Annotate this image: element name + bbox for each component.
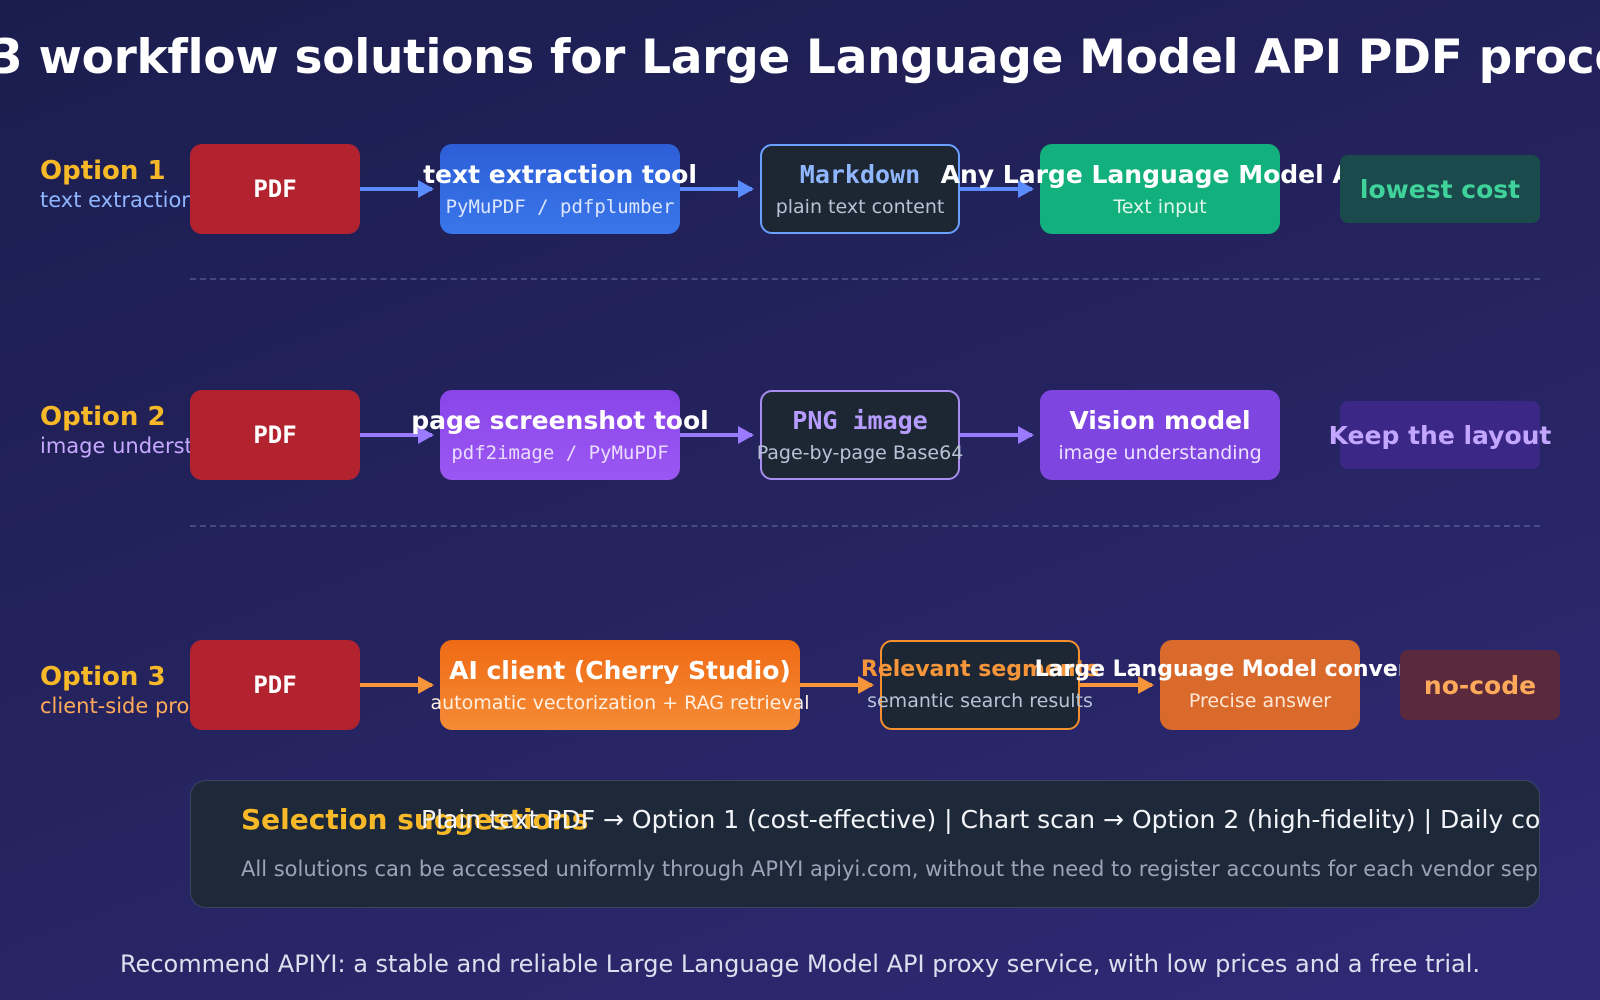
option-2-arrow-3 xyxy=(960,426,1034,444)
option-1-tool-subtitle: PyMuPDF / pdfplumber xyxy=(445,195,675,218)
option-3-model-node: Large Language Model conversation Precis… xyxy=(1035,640,1485,730)
option-1-number: Option 1 xyxy=(40,156,166,186)
option-1-subtitle: text extraction xyxy=(40,188,195,212)
option-3-output-title: Relevant segments xyxy=(860,657,1100,683)
option-1-arrow-3 xyxy=(960,180,1034,198)
option-3-arrow-3 xyxy=(1080,676,1154,694)
option-1-model-node: Any Large Language Model API Text input xyxy=(941,144,1379,234)
option-3-arrow-1 xyxy=(360,676,434,694)
option-2-model-title: Vision model xyxy=(1069,405,1251,435)
option-2-label: Option 2 image understanding xyxy=(40,402,265,458)
option-2-tool-title: page screenshot tool xyxy=(411,405,709,435)
option-3-badge: no-code xyxy=(1400,650,1560,720)
option-2-tool-subtitle: pdf2image / PyMuPDF xyxy=(451,441,669,464)
option-1-model-title: Any Large Language Model API xyxy=(940,159,1380,189)
option-3-output-subtitle: semantic search results xyxy=(867,689,1093,712)
option-2-output-node: PNG image Page-by-page Base64 xyxy=(757,390,963,480)
option-1-arrow-1 xyxy=(360,180,434,198)
option-1-output-title: Markdown xyxy=(799,159,921,189)
option-1-label: Option 1 text extraction xyxy=(40,156,195,212)
option-2-tool-node: page screenshot tool pdf2image / PyMuPDF xyxy=(411,390,709,480)
option-2-pdf-node: PDF xyxy=(190,390,360,480)
suggestions-body: Plain text PDF → Option 1 (cost-effectiv… xyxy=(421,805,1540,834)
option-3-number: Option 3 xyxy=(40,662,166,692)
option-2-output-subtitle: Page-by-page Base64 xyxy=(756,441,964,464)
option-3-tool-node: AI client (Cherry Studio) automatic vect… xyxy=(430,640,810,730)
option-2-output-title: PNG image xyxy=(792,405,928,435)
option-3-model-subtitle: Precise answer xyxy=(1188,689,1332,712)
option-2-badge: Keep the layout xyxy=(1329,401,1551,469)
footer-recommendation: Recommend APIYI: a stable and reliable L… xyxy=(119,950,1481,978)
option-1-output-node: Markdown plain text content xyxy=(760,144,960,234)
row-divider-2 xyxy=(190,525,1540,527)
option-3-tool-subtitle: automatic vectorization + RAG retrieval xyxy=(430,691,810,714)
option-1-badge: lowest cost xyxy=(1340,155,1540,223)
option-1-arrow-2 xyxy=(680,180,754,198)
option-2-model-node: Vision model image understanding xyxy=(1040,390,1280,480)
option-3-output-node: Relevant segments semantic search result… xyxy=(861,640,1099,730)
suggestions-heading: Selection suggestions xyxy=(241,803,589,836)
option-2-arrow-2 xyxy=(680,426,754,444)
option-2-pdf-label: PDF xyxy=(253,420,297,449)
option-1-pdf-node: PDF xyxy=(190,144,360,234)
option-1-pdf-label: PDF xyxy=(253,174,297,203)
option-1-tool-title: text extraction tool xyxy=(423,159,697,189)
page-title: 3 workflow solutions for Large Language … xyxy=(0,30,1600,85)
option-2-arrow-1 xyxy=(360,426,434,444)
option-1-output-subtitle: plain text content xyxy=(775,195,945,218)
suggestions-note: All solutions can be accessed uniformly … xyxy=(241,857,1540,881)
option-2-model-subtitle: image understanding xyxy=(1058,441,1262,464)
option-3-pdf-label: PDF xyxy=(253,670,297,699)
selection-suggestions-panel: Selection suggestions Plain text PDF → O… xyxy=(190,780,1540,908)
row-divider-1 xyxy=(190,278,1540,280)
option-1-tool-node: text extraction tool PyMuPDF / pdfplumbe… xyxy=(423,144,697,234)
option-2-number: Option 2 xyxy=(40,402,166,432)
option-3-pdf-node: PDF xyxy=(190,640,360,730)
option-3-tool-title: AI client (Cherry Studio) xyxy=(449,655,791,685)
option-1-model-subtitle: Text input xyxy=(1113,195,1207,218)
option-3-arrow-2 xyxy=(800,676,874,694)
